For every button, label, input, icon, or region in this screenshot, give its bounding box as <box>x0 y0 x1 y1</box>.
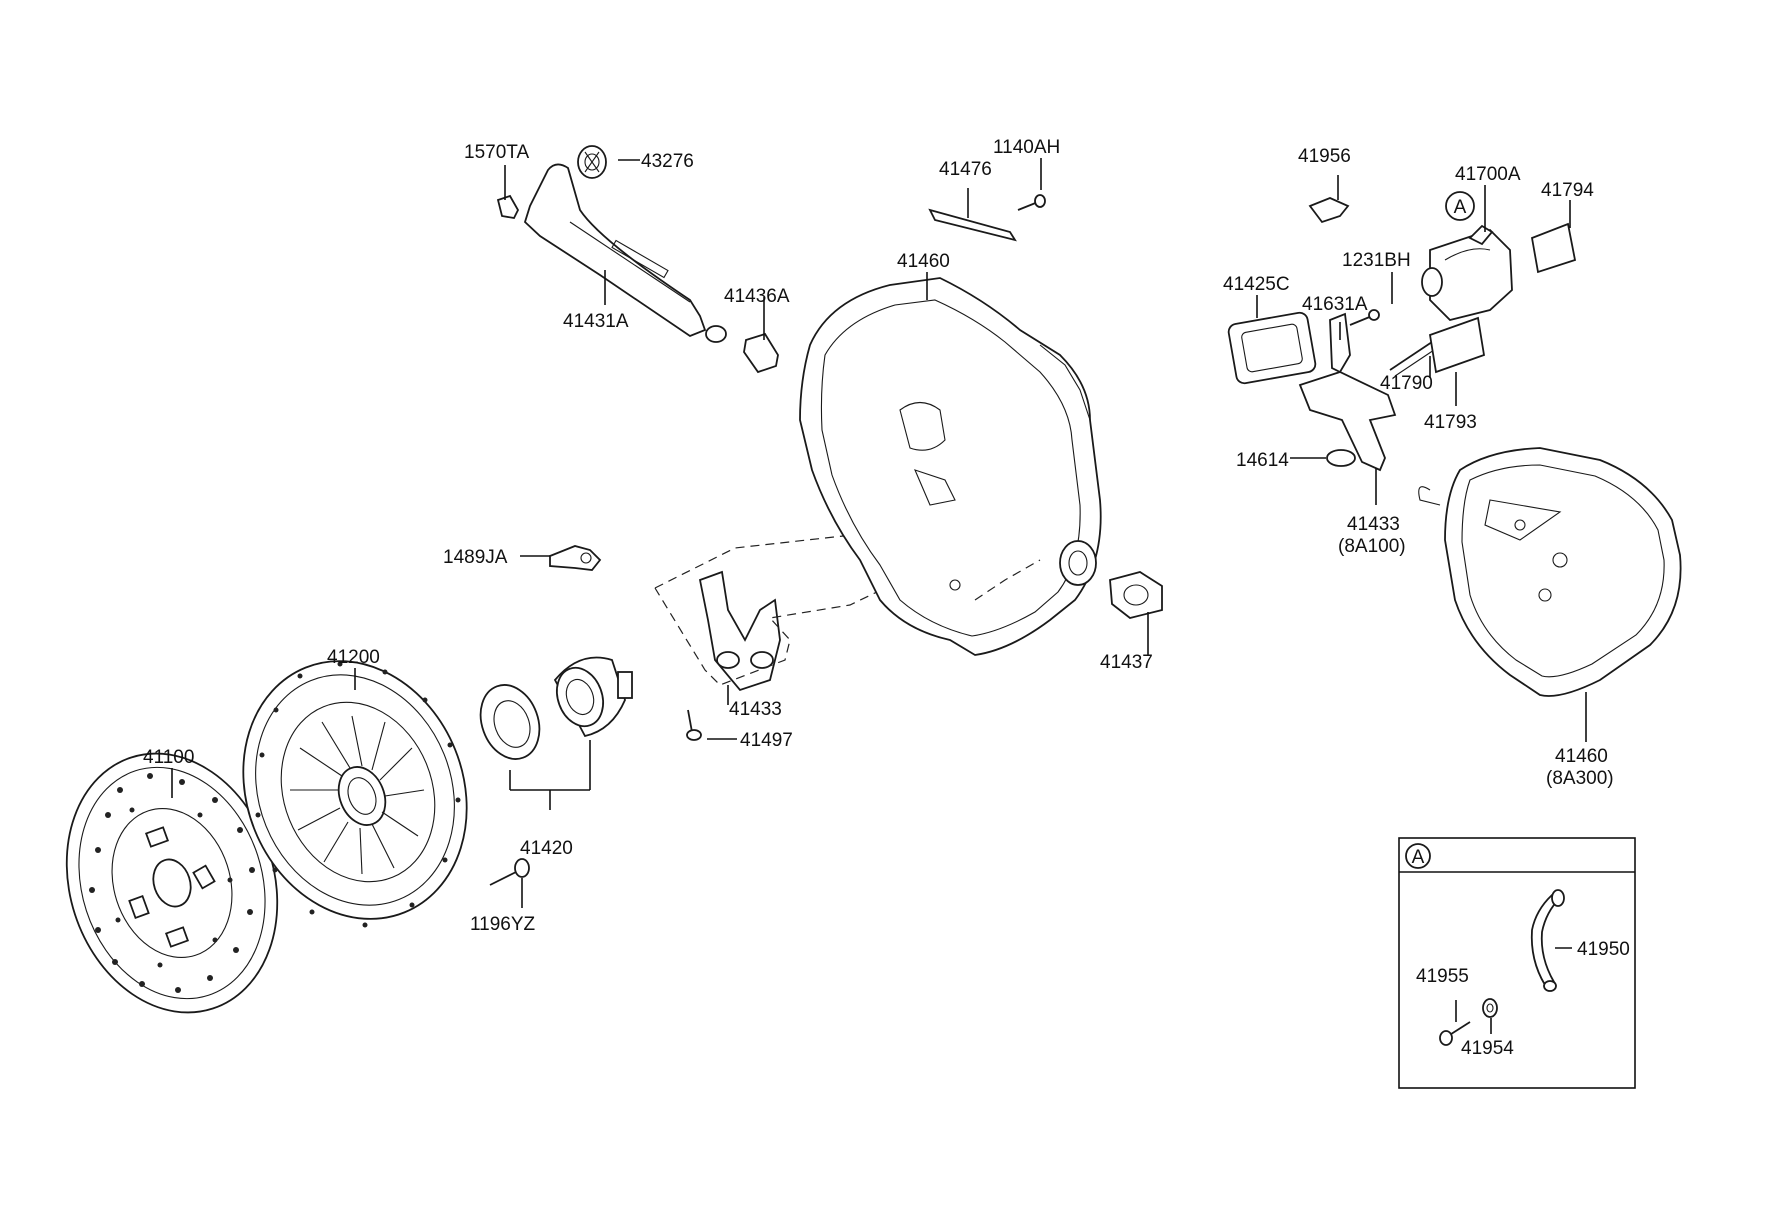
release-fork <box>698 570 781 692</box>
label-41497: 41497 <box>740 730 793 751</box>
label-41437: 41437 <box>1100 652 1153 673</box>
release-fork-8A100 <box>1298 371 1397 472</box>
label-41460: 41460 <box>897 251 950 272</box>
fitting-1570TA <box>496 194 520 219</box>
label-41460-8A300-variant: (8A300) <box>1546 768 1614 789</box>
label-41954: 41954 <box>1461 1038 1514 1059</box>
label-41436A: 41436A <box>724 286 790 307</box>
label-14614: 14614 <box>1236 450 1289 471</box>
release-shaft <box>523 163 727 343</box>
label-1196YZ: 1196YZ <box>470 914 536 935</box>
label-1570TA: 1570TA <box>464 142 529 163</box>
clutch-disc <box>65 752 279 1014</box>
bracket-41794 <box>1530 222 1577 274</box>
label-43276: 43276 <box>641 151 694 172</box>
label-41460-8A300: 41460 <box>1555 746 1608 767</box>
slave-cylinder <box>1421 224 1513 321</box>
detail-box-A: A <box>1398 837 1636 1089</box>
label-41200: 41200 <box>327 647 380 668</box>
label-41433: 41433 <box>729 699 782 720</box>
bolt-1231BH <box>1349 309 1380 326</box>
boot-41425C <box>1227 311 1317 385</box>
pressure-plate <box>242 660 468 928</box>
plate-41793 <box>1428 316 1486 374</box>
label-1140AH: 1140AH <box>993 137 1060 158</box>
label-41425C: 41425C <box>1223 274 1290 295</box>
label-41431A: 41431A <box>563 311 629 332</box>
label-41420: 41420 <box>520 838 573 859</box>
bolt-41497 <box>686 709 702 741</box>
label-41433-8A100-variant: (8A100) <box>1338 536 1406 557</box>
bolt-1140AH <box>1017 194 1046 211</box>
release-bearing <box>479 656 633 760</box>
label-1231BH: 1231BH <box>1342 250 1411 271</box>
label-41100: 41100 <box>143 747 194 768</box>
bushing-41437 <box>1109 571 1163 619</box>
bracket-41631A <box>1329 312 1351 374</box>
label-41955: 41955 <box>1416 966 1469 987</box>
label-41793: 41793 <box>1424 412 1477 433</box>
bushing-43276 <box>577 145 607 179</box>
label-41794: 41794 <box>1541 180 1594 201</box>
label-41956: 41956 <box>1298 146 1351 167</box>
bell-housing <box>799 277 1102 656</box>
leader-lines <box>171 158 1587 1034</box>
svg-text:A: A <box>1412 847 1425 868</box>
label-41631A: 41631A <box>1302 294 1368 315</box>
ref-marker-A: A <box>1445 191 1475 221</box>
bell-housing-8A300 <box>1418 447 1682 697</box>
label-1489JA: 1489JA <box>443 547 508 568</box>
label-41476: 41476 <box>939 159 992 180</box>
ring-14614 <box>1326 449 1356 467</box>
label-41433-8A100: 41433 <box>1347 514 1400 535</box>
svg-text:A: A <box>1454 197 1467 218</box>
fitting-41956 <box>1308 197 1350 224</box>
label-41950: 41950 <box>1577 939 1630 960</box>
bolt-1196YZ <box>489 858 530 886</box>
clip-1489JA <box>549 545 602 571</box>
plate-41476 <box>928 208 1017 242</box>
label-41700A: 41700A <box>1455 164 1521 185</box>
label-41790: 41790 <box>1380 373 1433 394</box>
bushing-41436A <box>743 332 779 374</box>
